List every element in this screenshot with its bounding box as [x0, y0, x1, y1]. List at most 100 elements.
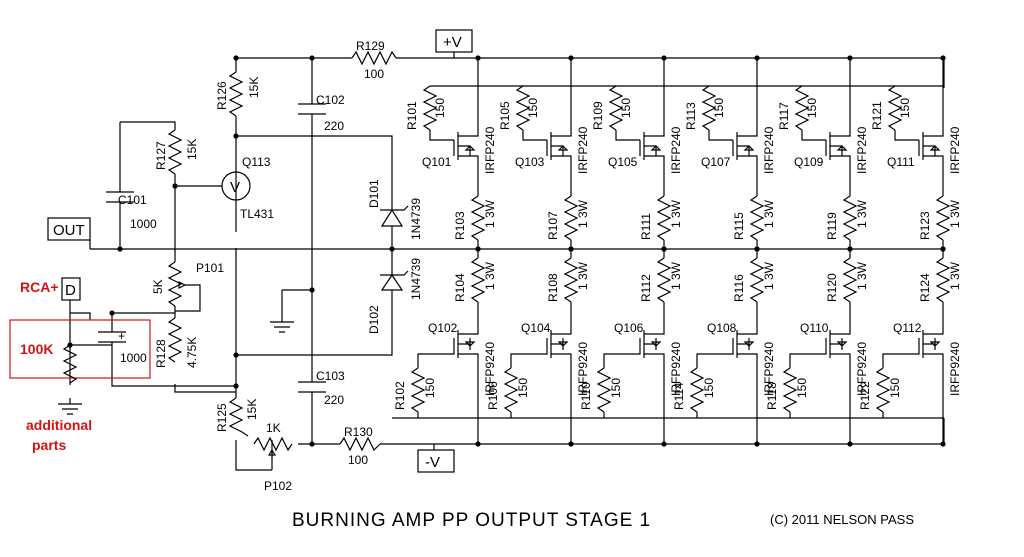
source-resistor-r104	[470, 257, 486, 303]
source-resistor-r103	[470, 195, 486, 241]
value-r122: 150	[888, 378, 902, 398]
source-resistor-r115	[749, 195, 765, 241]
gate-resistor-r121	[887, 85, 903, 131]
part-q107: IRFP240	[762, 126, 776, 174]
ref-r120: R120	[825, 273, 839, 302]
ref-r119: R119	[825, 212, 839, 240]
gate-resistor-r117	[794, 85, 810, 131]
ref-r115: R115	[732, 212, 746, 240]
p101-value: 5K	[151, 279, 165, 294]
ref-q103: Q103	[515, 155, 545, 169]
part-q102: IRFP9240	[483, 342, 497, 396]
value-r109: 150	[619, 98, 633, 118]
capacitor-c103: C103 220	[298, 369, 345, 407]
ref-r103: R103	[453, 211, 467, 240]
mosfet-q110	[789, 302, 851, 444]
ref-r110: R110	[579, 382, 593, 410]
r125-value: 15K	[245, 399, 259, 420]
ref-r111: R111	[639, 213, 653, 240]
r128-value: 4.75K	[185, 337, 199, 368]
ref-r106: R106	[486, 381, 500, 410]
c102-ref: C102	[316, 93, 345, 107]
mosfet-q106	[603, 302, 665, 444]
value-r106: 150	[516, 378, 530, 398]
source-resistor-r108	[563, 257, 579, 303]
mosfet-q105	[639, 58, 665, 196]
ref-r105: R105	[498, 101, 512, 130]
d102-ref: D102	[367, 305, 381, 334]
q113-symbol: V	[230, 179, 240, 196]
resistor-r125: R125 15K	[215, 397, 259, 437]
minus-v-label: -V	[425, 454, 440, 471]
ref-r102: R102	[393, 381, 407, 410]
ref-r107: R107	[546, 211, 560, 240]
source-resistor-r112	[656, 257, 672, 303]
junction-dots	[67, 55, 395, 447]
part-q110: IRFP9240	[855, 342, 869, 396]
resistor-r129: R129 100	[351, 39, 397, 81]
ref-q109: Q109	[794, 155, 824, 169]
mosfet-q109	[825, 58, 851, 196]
ref-r116: R116	[732, 274, 746, 302]
additional-parts-annotation: RCA+ 100K additional parts	[9, 279, 151, 453]
ref-q104: Q104	[521, 321, 551, 335]
ref-q102: Q102	[428, 321, 458, 335]
source-resistor-r119	[842, 195, 858, 241]
ref-q107: Q107	[701, 155, 731, 169]
diagram-title: BURNING AMP PP OUTPUT STAGE 1	[292, 510, 651, 531]
resistor-r128: R128 4.75K	[154, 317, 199, 368]
plus-v-label: +V	[443, 34, 462, 51]
capacitor-c102: C102 220	[298, 93, 345, 133]
value-r112: 1 3W	[669, 261, 683, 290]
mosfet-q112	[882, 302, 944, 444]
ref-r101: R101	[405, 101, 419, 130]
part-q105: IRFP240	[669, 126, 683, 174]
ref-r121: R121	[870, 101, 884, 130]
source-resistor-r111	[656, 195, 672, 241]
value-r111: 1 3W	[669, 199, 683, 228]
part-q101: IRFP240	[483, 126, 497, 174]
part-q112: IRFP9240	[948, 342, 962, 396]
zener-d102: D102 1N4739	[367, 258, 423, 334]
mosfet-q101	[453, 58, 479, 196]
copyright: (C) 2011 NELSON PASS	[770, 512, 914, 527]
gate-resistor-r118	[782, 367, 798, 413]
r129-value: 100	[364, 67, 384, 81]
source-resistor-r124	[935, 257, 951, 303]
gate-resistor-r110	[596, 367, 612, 413]
c101-value: 1000	[130, 217, 157, 231]
ref-q112: Q112	[893, 321, 922, 335]
value-r124: 1 3W	[948, 261, 962, 290]
ref-r109: R109	[591, 101, 605, 130]
note-line-2: parts	[32, 437, 66, 453]
value-r121: 150	[898, 98, 912, 118]
part-q104: IRFP9240	[576, 342, 590, 396]
c102-value: 220	[324, 119, 344, 133]
r130-value: 100	[348, 453, 368, 467]
terminal-minus-v: -V	[417, 449, 455, 473]
value-r108: 1 3W	[576, 261, 590, 290]
gate-resistor-r113	[701, 85, 717, 131]
gate-resistor-r122	[875, 367, 891, 413]
value-r101: 150	[433, 98, 447, 118]
zener-d101: D101 1N4739	[367, 179, 423, 240]
value-r117: 150	[805, 98, 819, 118]
value-r118: 150	[795, 378, 809, 398]
value-r114: 150	[702, 378, 716, 398]
terminal-plus-v: +V	[435, 29, 473, 53]
value-r120: 1 3W	[855, 261, 869, 290]
part-q109: IRFP240	[855, 126, 869, 174]
resistor-r130: R130 100	[339, 425, 381, 467]
c103-value: 220	[324, 393, 344, 407]
rca-label: RCA+	[20, 279, 59, 295]
